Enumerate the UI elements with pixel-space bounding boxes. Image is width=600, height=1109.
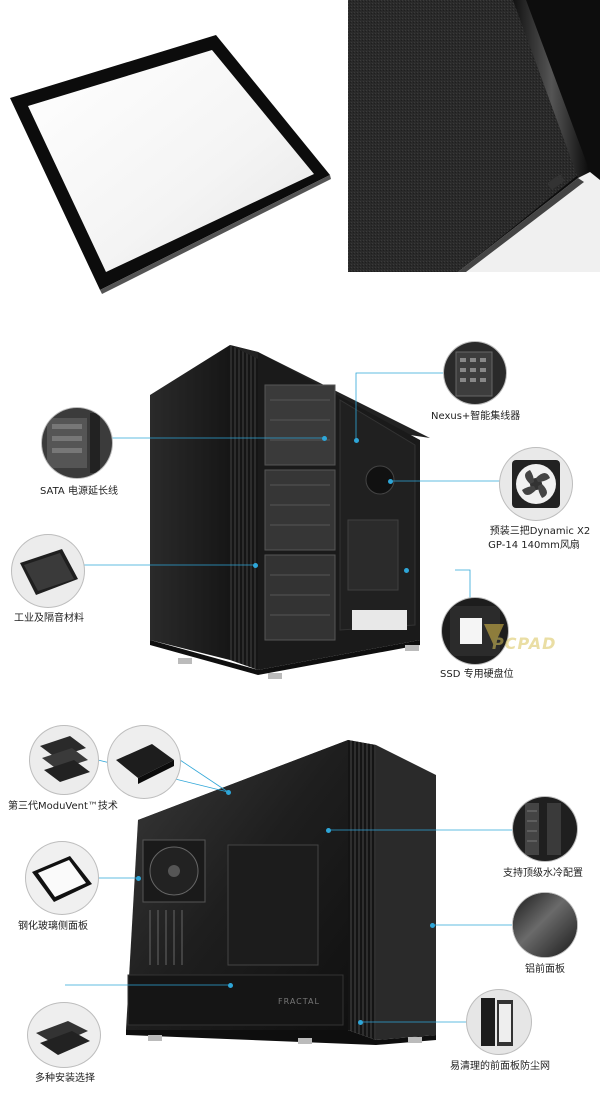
case-glass-view: FRACTAL — [118, 735, 443, 1055]
brand-text: FRACTAL — [278, 997, 320, 1006]
sound-material-thumbnail — [12, 535, 84, 607]
label-moduvent: 第三代ModuVent™技术 — [8, 801, 118, 812]
label-fans-line1: 预装三把Dynamic X2 — [489, 526, 591, 537]
label-material: 工业及隔音材料 — [14, 613, 84, 624]
sound-dampening-panel-image — [348, 0, 600, 272]
label-watercool: 支持顶级水冷配置 — [503, 868, 583, 879]
callout-dot-ssd — [404, 568, 409, 573]
aluminium-front-thumbnail — [513, 893, 577, 957]
callout-dot-fans — [388, 479, 393, 484]
nexus-hub-thumbnail — [444, 342, 506, 404]
callout-dot-sata — [322, 436, 327, 441]
watermark-text: PCPAD — [492, 634, 557, 653]
fan-thumbnail — [500, 448, 572, 520]
sata-cable-thumbnail — [42, 408, 112, 478]
label-fans-line2: GP-14 140mm风扇 — [488, 540, 580, 551]
callout-dot-moduvent — [226, 790, 231, 795]
callout-dot-mount — [228, 983, 233, 988]
watercooling-thumbnail — [513, 797, 577, 861]
callout-dot-nexus — [354, 438, 359, 443]
callout-dot-dust — [358, 1020, 363, 1025]
mounting-options-thumbnail — [28, 1003, 100, 1067]
callout-dot-alu — [430, 923, 435, 928]
callout-dot-material — [253, 563, 258, 568]
callout-dot-glass — [136, 876, 141, 881]
case-open-view — [130, 340, 440, 680]
watermark-logo: PCPAD — [478, 620, 558, 660]
dust-filter-thumbnail — [467, 990, 531, 1054]
label-dust: 易清理的前面板防尘网 — [450, 1061, 550, 1072]
label-nexus: Nexus+智能集线器 — [431, 411, 521, 422]
moduvent-exploded-thumbnail — [30, 726, 98, 794]
label-ssd: SSD 专用硬盘位 — [440, 669, 514, 680]
glass-panel-thumbnail — [26, 842, 98, 914]
moduvent-top-thumbnail — [108, 726, 180, 798]
label-mount: 多种安装选择 — [35, 1073, 95, 1084]
label-glass: 钢化玻璃侧面板 — [18, 921, 88, 932]
callout-dot-watercool — [326, 828, 331, 833]
label-sata: SATA 电源延长线 — [40, 486, 118, 497]
label-alu: 铝前面板 — [525, 964, 565, 975]
tempered-glass-panel-image — [0, 0, 346, 310]
